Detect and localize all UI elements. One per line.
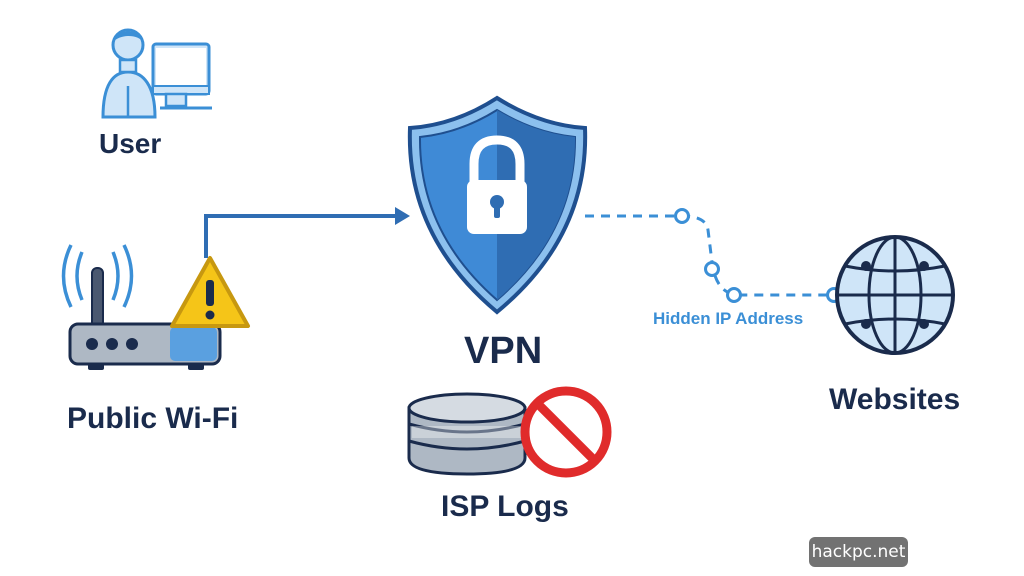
hidden-ip-label: Hidden IP Address <box>653 309 804 328</box>
router-wifi-icon <box>61 244 222 370</box>
watermark: hackpc.net <box>809 537 908 567</box>
hidden-ip-tunnel <box>585 208 842 303</box>
vpn-shield-lock-icon <box>407 95 588 315</box>
globe-icon <box>835 235 955 355</box>
user-label: User <box>99 128 162 159</box>
websites-label: Websites <box>829 383 961 416</box>
wifi-to-vpn-arrow <box>204 207 410 258</box>
user-at-computer-icon <box>101 28 212 119</box>
prohibited-icon <box>520 386 612 478</box>
isp-logs-label: ISP Logs <box>441 490 569 523</box>
vpn-label: VPN <box>464 330 543 372</box>
database-icon <box>407 392 527 476</box>
public-wifi-label: Public Wi-Fi <box>67 402 239 435</box>
warning-icon <box>170 256 250 328</box>
